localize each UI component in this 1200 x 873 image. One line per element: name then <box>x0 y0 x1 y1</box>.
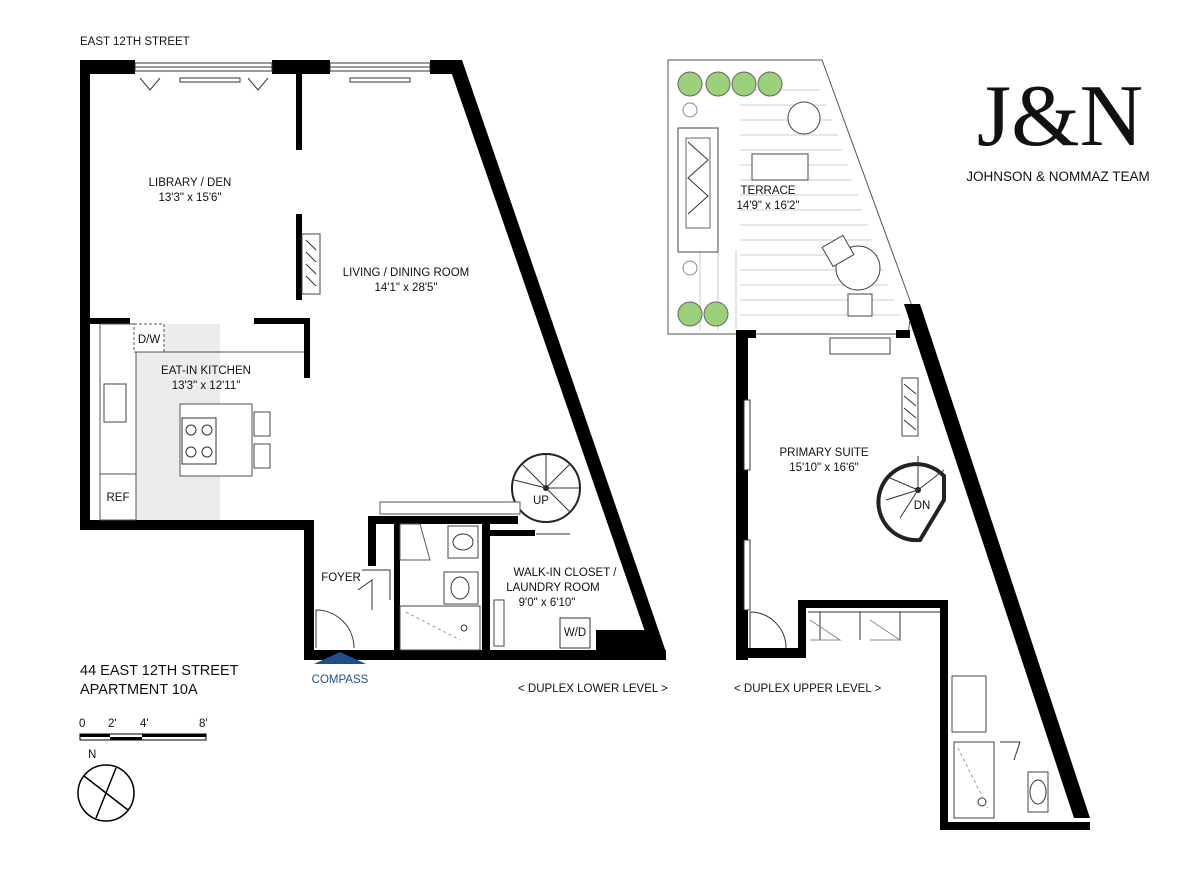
wall-south <box>304 650 666 660</box>
terrace-chair-1 <box>787 101 821 135</box>
closet-name-2: LAUNDRY ROOM <box>506 582 600 594</box>
terrace-dims: 14'9" x 16'2" <box>736 200 799 212</box>
wall-library-south-2 <box>254 318 304 324</box>
wall-corner <box>596 630 658 658</box>
library-dims: 13'3" x 15'6" <box>158 192 221 204</box>
closet-name-1: WALK-IN CLOSET / <box>514 567 618 579</box>
suite-name: PRIMARY SUITE <box>779 447 868 459</box>
terrace-name: TERRACE <box>741 185 796 197</box>
north-windows <box>134 62 431 91</box>
terrace-table <box>751 153 809 181</box>
suite-closet <box>808 611 940 641</box>
living-dims: 14'1" x 28'5" <box>374 282 437 294</box>
suite-window-2 <box>743 539 751 611</box>
terrace-chair-2 <box>821 234 855 268</box>
terrace-cushions <box>685 137 711 229</box>
jn-logo: J&N JOHNSON & NOMMAZ TEAM <box>966 68 1150 184</box>
scale-tick-0: 0 <box>79 718 85 730</box>
scale-bar: 0 2' 4' 8' <box>79 718 208 741</box>
wall-bath-south-upper <box>940 822 1090 830</box>
lower-level-label: < DUPLEX LOWER LEVEL > <box>518 683 668 695</box>
upper-level-label: < DUPLEX UPPER LEVEL > <box>734 683 882 695</box>
scale-tick-8: 8' <box>199 718 208 730</box>
suite-radiator <box>829 337 891 355</box>
wall-bath-west-upper <box>940 600 948 830</box>
kitchen-name: EAT-IN KITCHEN <box>161 365 251 377</box>
kitchen-fixtures <box>99 323 304 521</box>
wall-kitchen-east <box>304 318 310 378</box>
lower-bathroom <box>399 523 481 651</box>
wd-label: W/D <box>564 627 586 639</box>
address-line1: 44 EAST 12TH STREET <box>80 663 239 679</box>
ref-label: REF <box>107 492 130 504</box>
closet-dims: 9'0" x 6'10" <box>519 597 576 609</box>
closet-fixtures <box>493 533 591 649</box>
logo-team: JOHNSON & NOMMAZ TEAM <box>966 169 1150 184</box>
wall-bath-north <box>368 516 518 524</box>
spiral-stair-down <box>876 456 946 543</box>
wall-north-2 <box>272 60 330 74</box>
living-name: LIVING / DINING ROOM <box>343 267 470 279</box>
scale-tick-2: 2' <box>108 718 117 730</box>
wall-suite-north-b <box>896 330 910 338</box>
upper-level-plan <box>667 59 1090 830</box>
street-label: EAST 12TH STREET <box>80 36 190 48</box>
logo-mark: J&N <box>977 68 1143 165</box>
wall-north-1 <box>80 60 135 74</box>
upper-bathroom <box>951 675 1049 819</box>
wall-west <box>80 60 90 530</box>
wall-bath-west <box>394 524 400 654</box>
wall-closet-west <box>798 604 806 658</box>
dw-label: D/W <box>138 334 161 346</box>
entry-door <box>315 569 391 649</box>
compass-arrow-icon <box>314 652 366 664</box>
wall-bath-east <box>482 524 490 654</box>
suite-fireplace <box>901 377 919 437</box>
wall-library-south-1 <box>90 318 130 324</box>
planters <box>677 71 783 327</box>
wall-suite-south <box>736 648 798 658</box>
north-arrow-icon: N <box>77 749 135 822</box>
suite-dims: 15'10" x 16'6" <box>789 462 858 474</box>
kitchen-dims: 13'3" x 12'11" <box>172 380 241 392</box>
wall-closet-north <box>490 530 535 536</box>
spiral-stair-up <box>511 453 581 523</box>
wall-suite-east-diagonal <box>904 304 1090 818</box>
window-seat <box>379 501 521 515</box>
lower-level-plan <box>80 60 666 660</box>
suite-window-1 <box>743 399 751 471</box>
scale-tick-4: 4' <box>140 718 149 730</box>
up-label: UP <box>533 495 549 507</box>
wall-south-kitchen <box>80 520 310 530</box>
address-line2: APARTMENT 10A <box>80 682 198 698</box>
library-name: LIBRARY / DEN <box>149 177 232 189</box>
foyer-label: FOYER <box>321 572 361 584</box>
suite-door <box>749 611 787 649</box>
wall-foyer-west <box>304 520 314 660</box>
terrace-chair-3 <box>847 293 873 317</box>
wall-closet-north-upper <box>798 600 948 608</box>
wall-east-diagonal <box>447 60 666 652</box>
wall-suite-north-a <box>736 330 756 338</box>
wall-suite-west <box>736 334 748 660</box>
wall-library-east-top <box>296 74 302 150</box>
fireplace <box>301 233 321 295</box>
compass-label: COMPASS <box>312 674 369 686</box>
north-label: N <box>88 749 96 761</box>
dn-label: DN <box>914 500 931 512</box>
wall-library-east-bottom <box>296 214 302 300</box>
wall-bath-west-a <box>368 516 376 566</box>
